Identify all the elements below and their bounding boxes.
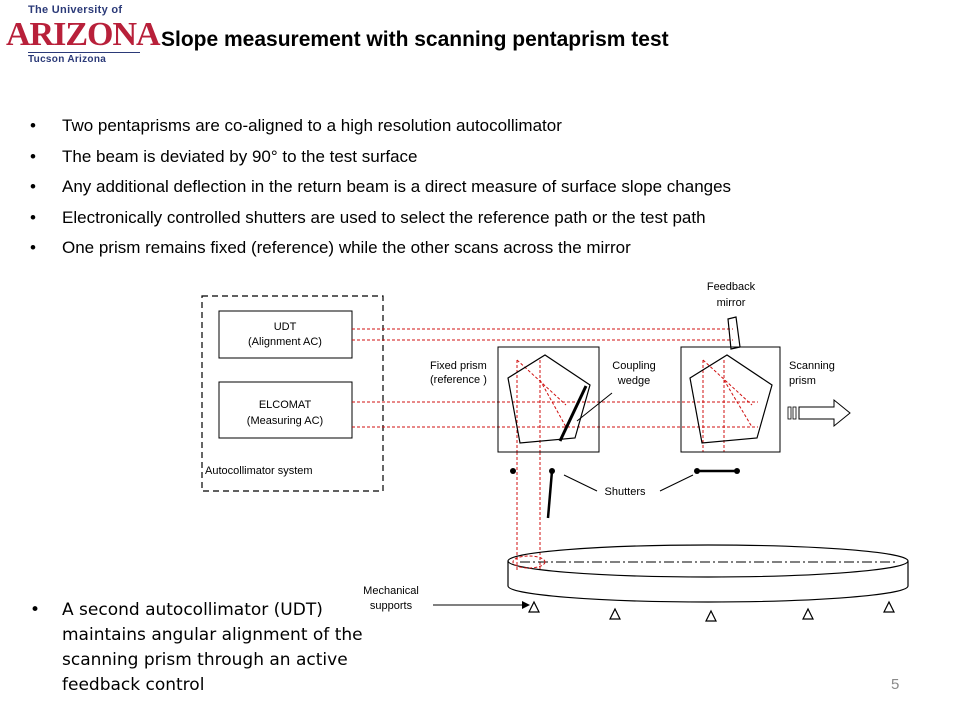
scanning-pentaprism <box>689 354 773 444</box>
test-mirror <box>507 544 909 603</box>
bullet-item: Two pentaprisms are co-aligned to a high… <box>30 111 731 142</box>
shutters <box>510 468 740 519</box>
udt-label: UDT <box>274 321 297 333</box>
slide-title: Slope measurement with scanning pentapri… <box>161 28 669 51</box>
scan-direction-arrow <box>787 398 851 428</box>
page-number: 5 <box>891 676 900 693</box>
beam-paths <box>352 328 758 572</box>
bullet-item: One prism remains fixed (reference) whil… <box>30 233 731 264</box>
elcomat-sublabel: (Measuring AC) <box>247 415 323 427</box>
elcomat-box <box>218 381 353 439</box>
feedback-mirror-sublabel: mirror <box>717 297 746 309</box>
mechanical-supports-label: Mechanical <box>363 585 419 597</box>
scanning-prism-sublabel: prism <box>789 375 816 387</box>
logo-top-line: The University of <box>28 4 123 16</box>
scanning-prism-box <box>680 346 781 453</box>
coupling-wedge <box>558 385 588 442</box>
autocollimator-system-label: Autocollimator system <box>205 465 313 477</box>
logo-wordmark: ARIZONA <box>6 16 161 53</box>
scanning-prism-label: Scanning <box>789 360 835 372</box>
bullet-list: Two pentaprisms are co-aligned to a high… <box>30 111 731 264</box>
university-logo: The University of ARIZONA Tucson Arizona <box>0 0 161 72</box>
fixed-prism-label: Fixed prism <box>430 360 487 372</box>
bullet-item: Electronically controlled shutters are u… <box>30 203 731 234</box>
autocollimator-system-box <box>201 295 384 492</box>
udt-sublabel: (Alignment AC) <box>248 336 322 348</box>
feedback-mirror-label: Feedback <box>707 281 756 293</box>
feedback-mirror <box>727 316 741 350</box>
bottom-bullet: A second autocollimator (UDT) maintains … <box>30 598 402 698</box>
supports-pointer-arrowhead <box>522 601 530 609</box>
udt-box <box>218 310 353 359</box>
fixed-prism-beam <box>539 379 567 428</box>
scanning-prism-beam <box>702 359 753 406</box>
fixed-pentaprism <box>507 354 591 444</box>
logo-rule <box>28 52 140 53</box>
elcomat-label: ELCOMAT <box>259 399 312 411</box>
bullet-item: Any additional deflection in the return … <box>30 172 731 203</box>
mechanical-supports-sublabel: supports <box>370 600 413 612</box>
shutters-label: Shutters <box>605 486 646 498</box>
fixed-prism-sublabel: (reference ) <box>430 374 487 386</box>
coupling-wedge-pointer <box>576 392 613 422</box>
mechanical-supports <box>528 600 895 622</box>
coupling-wedge-label: Coupling <box>612 360 655 372</box>
fixed-prism-box <box>497 346 600 453</box>
bullet-item: The beam is deviated by 90° to the test … <box>30 142 731 173</box>
logo-bottom-line: Tucson Arizona <box>28 54 107 65</box>
scanning-prism-beam <box>723 379 753 428</box>
coupling-wedge-sublabel: wedge <box>617 375 650 387</box>
